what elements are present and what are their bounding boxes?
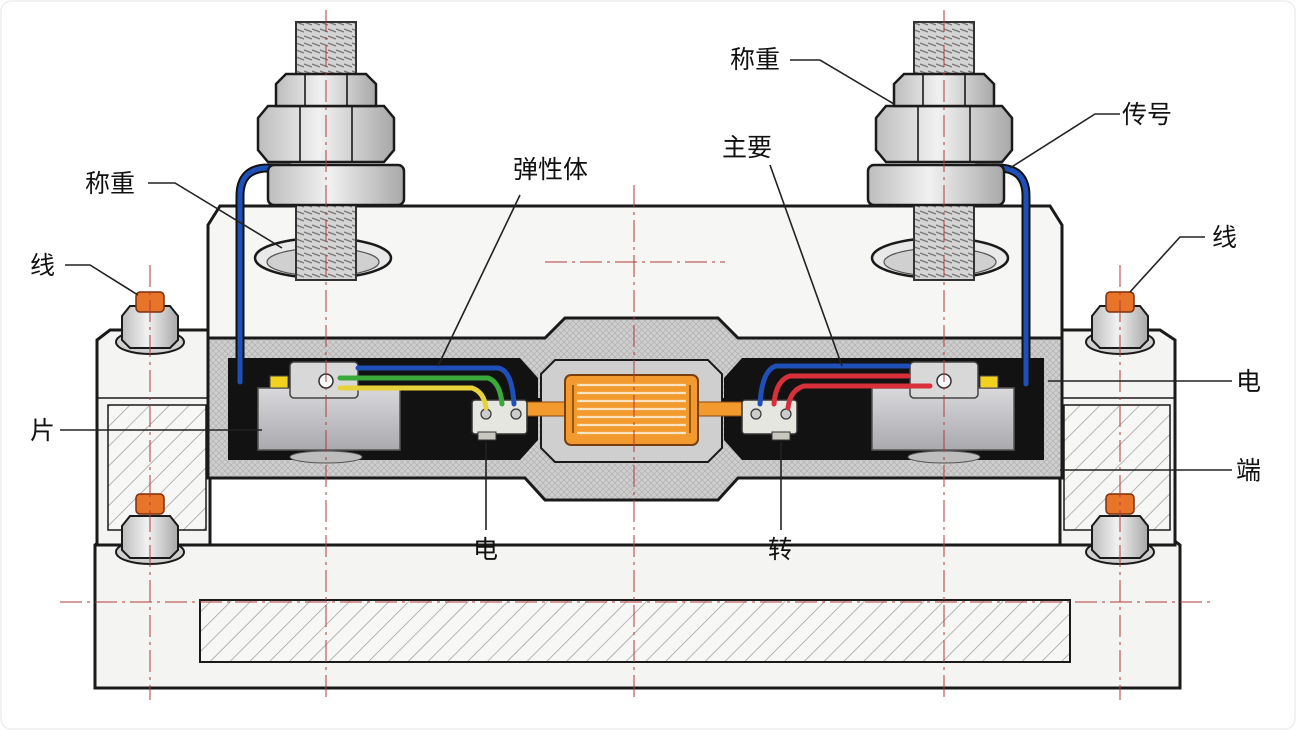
connector-right bbox=[979, 375, 999, 389]
strain-gauge-icon bbox=[519, 374, 747, 446]
base-plate bbox=[93, 528, 1182, 690]
connector-left bbox=[269, 375, 289, 389]
label-electric-bottom: 电 bbox=[473, 535, 498, 564]
label-transfer-bottom: 转 bbox=[768, 535, 793, 564]
label-elastic-body: 弹性体 bbox=[513, 155, 588, 184]
right-wires bbox=[757, 363, 933, 411]
label-electric-right: 电 bbox=[1236, 367, 1261, 396]
label-signal: 传号 bbox=[1122, 100, 1172, 129]
center-lines bbox=[60, 10, 1210, 700]
right-support-block bbox=[1058, 328, 1177, 547]
hex-nut-right-icon bbox=[866, 72, 1014, 207]
label-terminal-right: 端 bbox=[1236, 456, 1261, 485]
left-wires bbox=[337, 365, 517, 411]
label-line-left: 线 bbox=[30, 251, 55, 280]
label-line-right: 线 bbox=[1212, 223, 1237, 252]
label-top-left-weighing: 称重 bbox=[85, 169, 135, 198]
base-hatch-panel bbox=[199, 599, 1071, 663]
label-main: 主要 bbox=[722, 133, 772, 162]
terminal-block-right-icon bbox=[741, 399, 798, 441]
terminal-block-icon bbox=[471, 399, 528, 441]
label-piece-left: 片 bbox=[30, 416, 55, 445]
leader-lines bbox=[60, 59, 1232, 530]
label-top-right-weighing: 称重 bbox=[730, 45, 780, 74]
